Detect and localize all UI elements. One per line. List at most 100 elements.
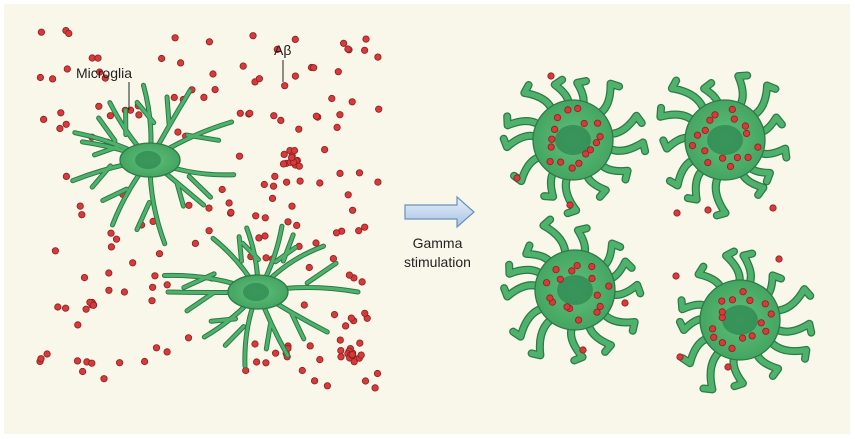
amyloid-beta-particle-icon (358, 278, 366, 286)
microglia-cell-icon (656, 71, 791, 220)
amyloid-beta-particle-icon (323, 382, 331, 390)
amyloid-beta-particle-icon (95, 102, 103, 110)
amyloid-beta-particle-icon (593, 119, 602, 127)
amyloid-beta-particle-icon (586, 146, 595, 154)
amyloid-beta-particle-icon (287, 154, 296, 162)
amyloid-beta-particle-icon (748, 332, 756, 340)
amyloid-beta-particle-icon (82, 305, 90, 313)
amyloid-beta-particle-icon (205, 38, 213, 46)
amyloid-beta-particle-icon (726, 162, 735, 171)
amyloid-beta-particle-icon (744, 153, 752, 161)
amyloid-beta-remaining (513, 72, 783, 371)
amyloid-beta-particle-icon (290, 147, 299, 155)
amyloid-beta-particle-icon (205, 204, 213, 212)
amyloid-beta-particle-icon (191, 239, 199, 247)
amyloid-beta-particle-icon (344, 45, 352, 53)
amyloid-beta-particle-icon (746, 296, 754, 304)
activated-microglia-group (499, 71, 816, 394)
amyloid-beta-particle-icon (605, 282, 613, 290)
amyloid-beta-particle-icon (357, 351, 365, 359)
amyloid-beta-particle-icon (261, 232, 269, 240)
right-arrow-icon (404, 195, 475, 229)
amyloid-beta-particle-icon (170, 93, 178, 102)
amyloid-beta-particle-icon (48, 75, 57, 83)
amyloid-beta-particle-icon (593, 308, 601, 316)
amyloid-beta-particle-icon (227, 208, 235, 216)
amyloid-beta-particle-icon (568, 164, 576, 172)
amyloid-beta-particle-icon (762, 327, 770, 335)
amyloid-beta-particle-icon (550, 125, 559, 133)
resting-microglia-group (70, 82, 361, 369)
amyloid-beta-particle-icon (135, 111, 143, 119)
amyloid-beta-particle-icon (542, 279, 551, 287)
amyloid-beta-particle-icon (107, 243, 116, 251)
amyloid-beta-particle-icon (596, 302, 604, 311)
amyloid-beta-particle-icon (36, 73, 45, 82)
amyloid-beta-particle-icon (348, 350, 356, 359)
amyloid-beta-particle-icon (149, 283, 157, 291)
microglia-cell-icon (499, 75, 650, 218)
amyloid-beta-particle-icon (672, 272, 680, 280)
amyloid-beta-particle-icon (738, 334, 747, 342)
amyloid-beta-particle-icon (739, 288, 747, 296)
amyloid-beta-particle-icon (112, 235, 121, 243)
amyloid-beta-particle-icon (547, 143, 555, 151)
amyloid-beta-particle-icon (291, 72, 299, 80)
amyloid-beta-particle-icon (141, 357, 149, 366)
gamma-label-line2: stimulation (404, 254, 471, 270)
amyloid-beta-particle-icon (316, 179, 324, 187)
amyloid-beta-particle-icon (566, 201, 574, 209)
amyloid-beta-particle-icon (310, 377, 319, 385)
amyloid-beta-particle-icon (728, 296, 737, 304)
amyloid-beta-particle-icon (171, 34, 179, 42)
amyloid-beta-particle-icon (360, 46, 369, 54)
amyloid-beta-particle-icon (708, 325, 717, 333)
amyloid-beta-particle-icon (553, 114, 562, 122)
amyloid-beta-particle-icon (100, 375, 108, 383)
amyloid-beta-particle-icon (261, 214, 269, 222)
amyloid-beta-particle-icon (107, 229, 115, 237)
amyloid-beta-particle-icon (704, 159, 712, 167)
amyloid-beta-particle-icon (355, 169, 364, 177)
amyloid-beta-particle-icon (574, 316, 583, 324)
amyloid-beta-particle-icon (209, 70, 217, 78)
amyloid-beta-particle-icon (312, 239, 320, 247)
amyloid-beta-particle-icon (337, 346, 345, 355)
amyloid-beta-particle-icon (61, 304, 70, 312)
amyloid-beta-particle-icon (155, 250, 164, 258)
amyloid-beta-particle-icon (546, 158, 554, 166)
amyloid-beta-particle-icon (120, 288, 129, 296)
amyloid-beta-particle-icon (251, 340, 259, 348)
amyloid-beta-particle-icon (688, 142, 697, 150)
amyloid-beta-particle-icon (273, 45, 281, 54)
amyloid-beta-particle-icon (269, 182, 278, 190)
amyloid-beta-particle-icon (347, 314, 355, 322)
amyloid-beta-particle-icon (73, 357, 82, 365)
amyloid-beta-particle-icon (277, 116, 285, 125)
amyloid-beta-particle-icon (246, 109, 254, 117)
amyloid-beta-particle-icon (710, 333, 718, 341)
amyloid-beta-particle-icon (718, 297, 726, 305)
amyloid-beta-particle-icon (279, 160, 288, 168)
amyloid-beta-particle-icon (348, 206, 357, 214)
microglia-cell-icon (161, 223, 361, 369)
amyloid-beta-particle-icon (374, 178, 382, 186)
amyloid-beta-particle-icon (336, 336, 344, 344)
amyloid-beta-particle-icon (676, 353, 684, 361)
amyloid-beta-particle-icon (211, 86, 219, 94)
amyloid-beta-particle-icon (116, 359, 124, 367)
microglia-cell-icon (500, 215, 645, 365)
amyloid-beta-particle-icon (76, 202, 84, 210)
amyloid-beta-particle-icon (775, 255, 783, 263)
amyloid-beta-particle-icon (184, 334, 193, 342)
amyloid-beta-particle-icon (356, 339, 364, 347)
amyloid-beta-particle-icon (163, 348, 171, 356)
amyloid-beta-particle-icon (56, 124, 64, 133)
amyloid-beta-particle-icon (63, 65, 71, 73)
amyloid-beta-particle-icon (761, 300, 769, 308)
amyloid-beta-particle-icon (105, 269, 113, 277)
amyloid-beta-particle-icon (556, 158, 565, 166)
amyloid-beta-particle-icon (568, 267, 576, 275)
amyloid-beta-particle-icon (588, 274, 596, 283)
